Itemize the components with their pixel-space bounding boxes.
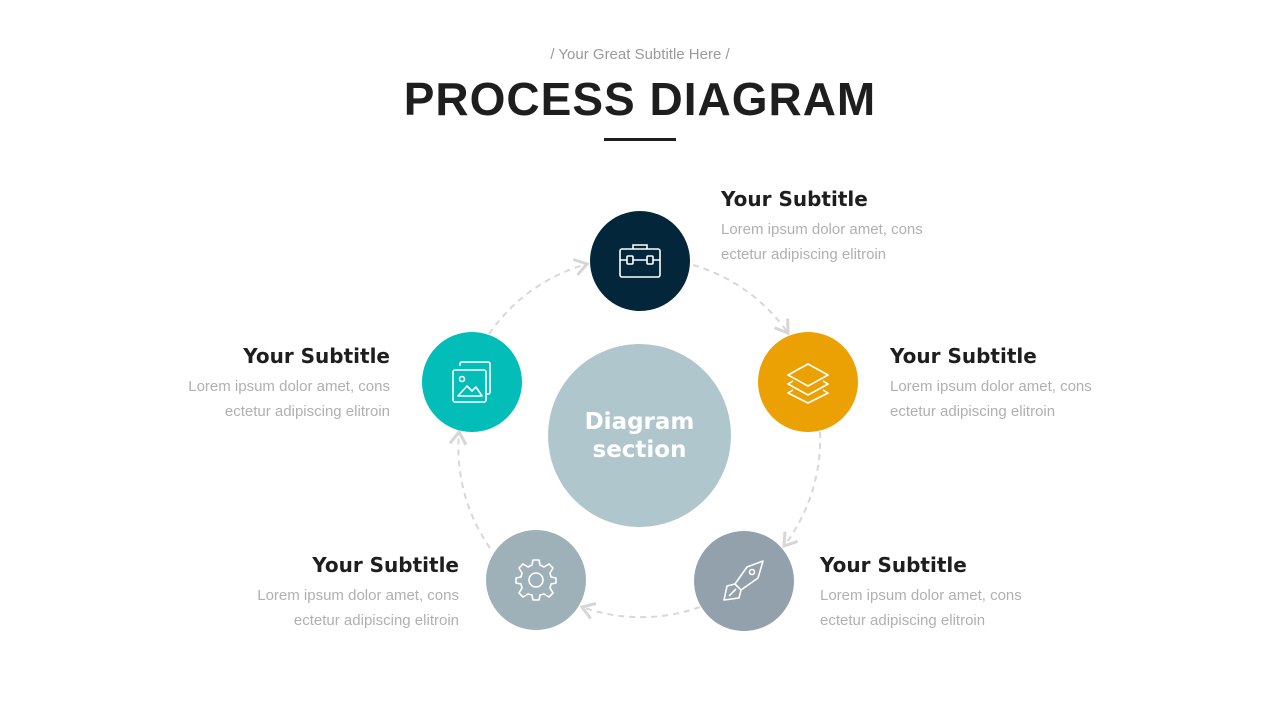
rocket-icon xyxy=(723,560,764,601)
briefcase-icon xyxy=(619,244,661,278)
step-text-line1: Lorem ipsum dolor amet, cons xyxy=(188,378,390,395)
layers-icon xyxy=(787,363,829,404)
step-text-line2: ectetur adipiscing elitroin xyxy=(721,246,887,263)
step-title: Your Subtitle xyxy=(890,344,1037,368)
step-circle-5 xyxy=(422,332,522,432)
step-text-line1: Lorem ipsum dolor amet, cons xyxy=(721,221,923,238)
step-label-2: Your Subtitle Lorem ipsum dolor amet, co… xyxy=(890,344,1160,424)
step-label-4: Your Subtitle Lorem ipsum dolor amet, co… xyxy=(189,553,459,633)
step-circle-1 xyxy=(590,211,690,311)
step-circle-3 xyxy=(694,531,794,631)
arrow-4-5 xyxy=(448,429,491,549)
gear-icon xyxy=(515,559,557,601)
step-text-line2: ectetur adipiscing elitroin xyxy=(890,403,1056,420)
step-text-line1: Lorem ipsum dolor amet, cons xyxy=(890,378,1092,395)
step-text-line1: Lorem ipsum dolor amet, cons xyxy=(820,587,1022,604)
step-text-line2: ectetur adipiscing elitroin xyxy=(224,403,390,420)
center-line2: section xyxy=(592,436,687,463)
arrow-1-2 xyxy=(692,264,790,336)
page-title: PROCESS DIAGRAM xyxy=(403,73,877,125)
center-line1: Diagram xyxy=(584,408,695,435)
step-title: Your Subtitle xyxy=(820,553,967,577)
step-text-line1: Lorem ipsum dolor amet, cons xyxy=(257,587,459,604)
step-circle-4 xyxy=(486,530,586,630)
step-label-1: Your Subtitle Lorem ipsum dolor amet, co… xyxy=(721,187,991,267)
kicker-subtitle: / Your Great Subtitle Here / xyxy=(550,46,730,63)
arrow-5-1 xyxy=(488,258,590,335)
step-title: Your Subtitle xyxy=(721,187,868,211)
step-text-line2: ectetur adipiscing elitroin xyxy=(293,612,459,629)
arrow-2-3 xyxy=(782,431,822,549)
arrow-3-4 xyxy=(579,602,701,620)
step-label-3: Your Subtitle Lorem ipsum dolor amet, co… xyxy=(820,553,1090,633)
step-title: Your Subtitle xyxy=(243,344,390,368)
title-underline xyxy=(604,138,676,141)
step-circle-2 xyxy=(758,332,858,432)
step-title: Your Subtitle xyxy=(312,553,459,577)
step-label-5: Your Subtitle Lorem ipsum dolor amet, co… xyxy=(120,344,390,424)
image-gallery-icon xyxy=(452,361,491,403)
step-text-line2: ectetur adipiscing elitroin xyxy=(820,612,986,629)
